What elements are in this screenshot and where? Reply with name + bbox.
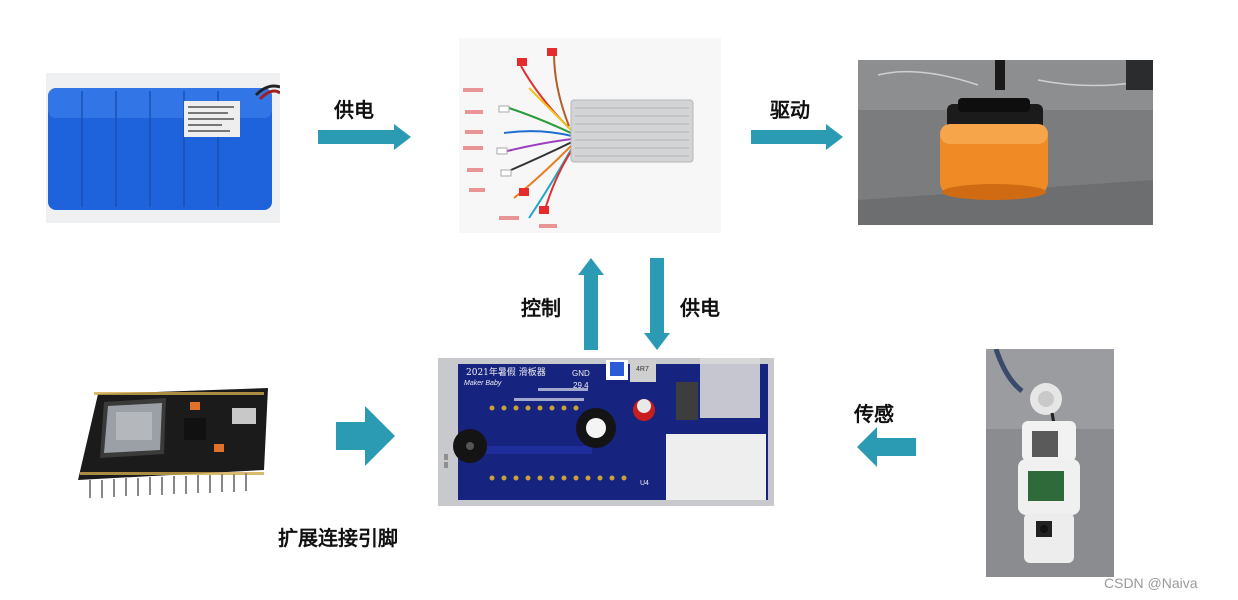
arrow-up-control	[578, 258, 604, 350]
label-control: 控制	[521, 296, 561, 320]
battery-image	[46, 73, 280, 223]
label-drive: 驱动	[770, 98, 810, 122]
arrow-left-sensor-to-pcb	[857, 427, 916, 467]
pcb-brand: Maker Baby	[464, 380, 502, 387]
arrow-down-power-supply	[644, 258, 670, 350]
arrow-right-controller-to-wheel	[751, 124, 843, 150]
hub-motor-wheel-image	[858, 60, 1153, 225]
pcb-gnd-label: GND	[572, 369, 590, 378]
arrow-right-esp32-to-pcb	[336, 406, 395, 466]
pcb-version-label: 29.4	[573, 381, 589, 390]
arrow-right-battery-to-controller	[318, 124, 411, 150]
label-extension-pins: 扩展连接引脚	[278, 526, 398, 550]
pcb-u4-label: U4	[640, 480, 649, 487]
esp32-board-image	[74, 388, 272, 500]
pcb-title: 2021年暑假 滑板器	[466, 368, 546, 378]
motor-controller-image	[459, 38, 721, 233]
pcb-inductor-label: 4R7	[636, 366, 649, 373]
pressure-sensor-image	[986, 349, 1114, 577]
label-power-supply-mid: 供电	[680, 296, 720, 320]
pcb-board-image	[438, 358, 774, 506]
watermark: CSDN @Naiva	[1104, 575, 1198, 591]
label-sensing: 传感	[854, 402, 894, 426]
label-power-supply-top: 供电	[334, 98, 374, 122]
